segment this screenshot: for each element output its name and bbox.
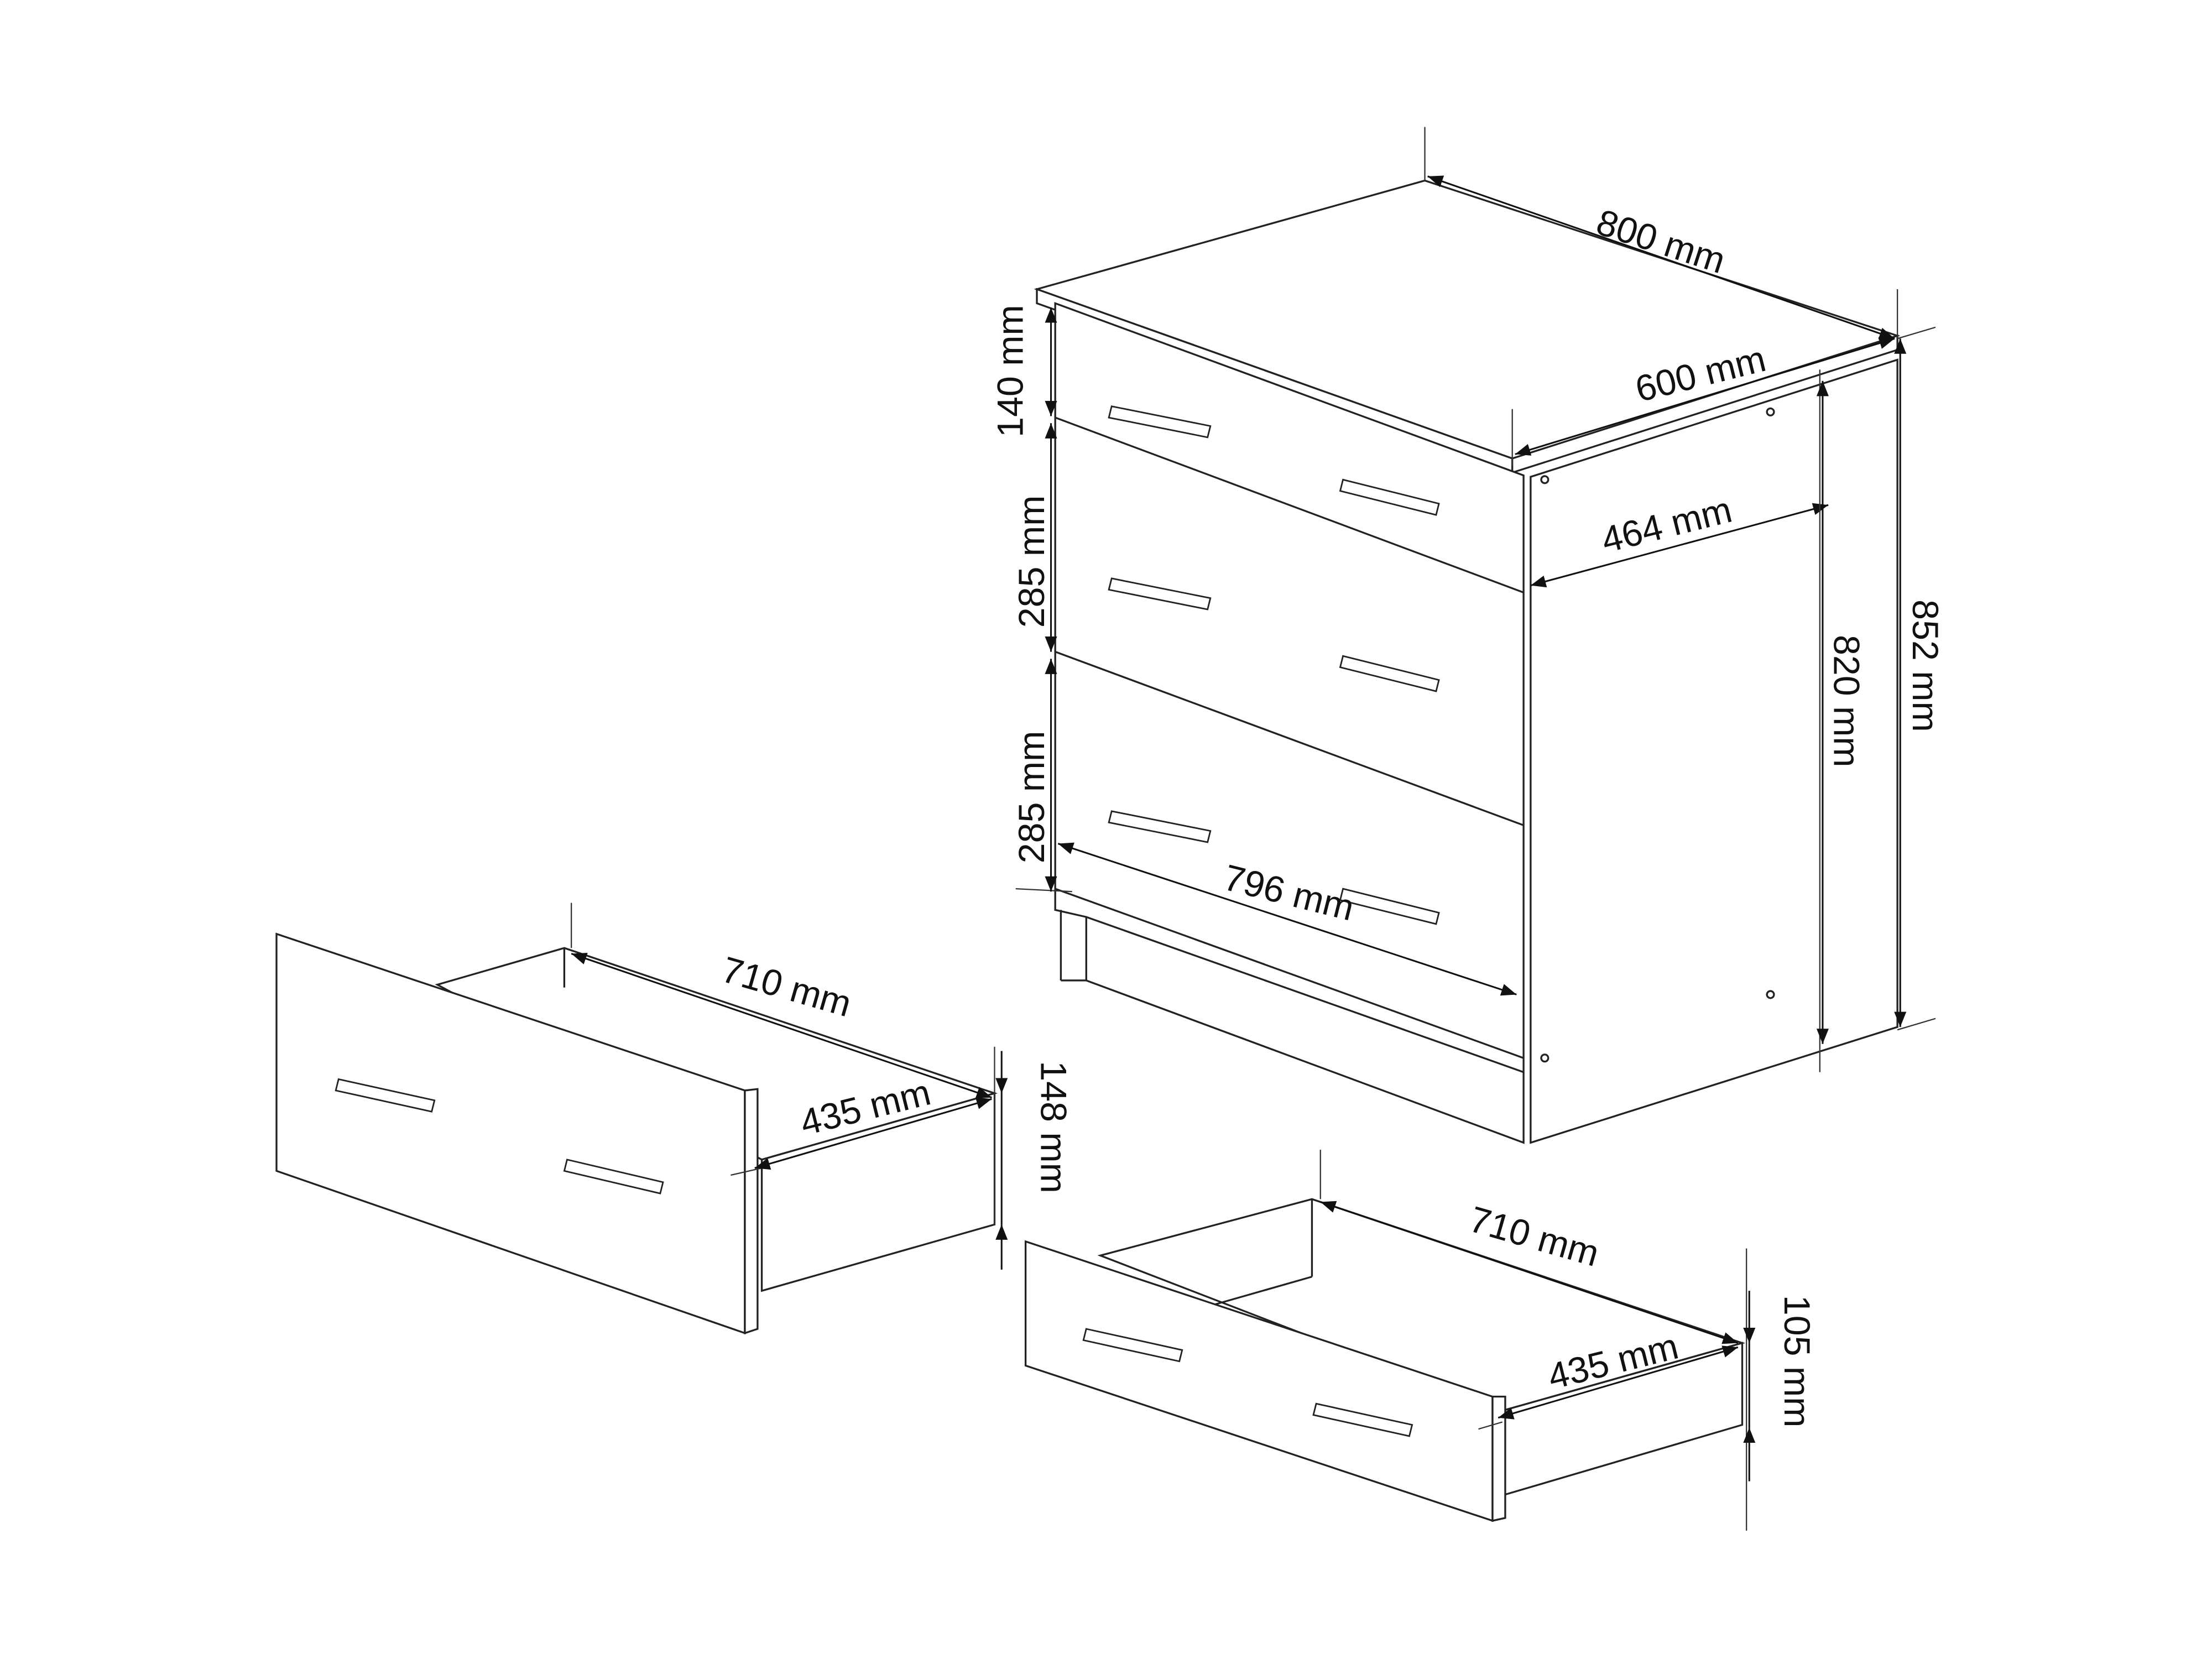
large-drawer: 710 mm 435 mm 148 mm (275, 902, 1074, 1335)
screw-icon (1540, 1053, 1550, 1063)
handle-icon (1312, 1402, 1413, 1437)
screw-icon (1540, 475, 1550, 484)
bottom-drawer-height-label: 285 mm (1011, 731, 1052, 864)
middle-drawer-height-label: 285 mm (1011, 495, 1052, 628)
total-height-label: 852 mm (1905, 599, 1945, 732)
top-drawer-height-label: 140 mm (990, 305, 1031, 437)
drawer-front-edge (1491, 1395, 1506, 1522)
body-height-label: 820 mm (1825, 635, 1866, 768)
cabinet (1034, 179, 1901, 1144)
drawer-front-edge (744, 1088, 759, 1335)
drawer-divider (1055, 651, 1524, 826)
handle-icon (563, 1159, 664, 1194)
handle-icon (335, 1078, 436, 1113)
handle-icon (1082, 1328, 1183, 1363)
height-label: 105 mm (1776, 1295, 1817, 1428)
screw-icon (1766, 990, 1775, 999)
drawer-divider (1055, 416, 1524, 593)
small-drawer: 710 mm 435 mm 105 mm (1024, 1150, 1817, 1531)
height-label: 148 mm (1033, 1061, 1074, 1193)
